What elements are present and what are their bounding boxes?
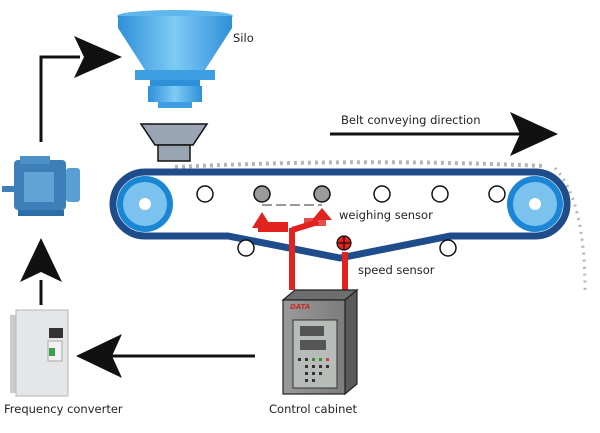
belt-direction-label: Belt conveying direction [341,113,481,127]
material-on-belt [174,160,587,291]
silo-hopper-icon [117,10,233,108]
speed-sensor-label: speed sensor [358,263,435,277]
control-cabinet-icon [281,288,359,396]
belt-conveyor-icon [109,168,571,262]
electric-motor-icon [2,156,80,216]
cabinet-to-converter-arrow [76,334,255,378]
frequency-converter-label: Frequency converter [4,402,123,416]
feeder-chute-icon [139,123,209,162]
weighing-sensor-label: weighing sensor [339,208,433,222]
cabinet-brand-label: DATA [290,303,311,311]
motor-to-silo-arrow [39,36,122,142]
silo-label: Silo [233,31,254,45]
speed-sensor-icon [336,235,352,251]
converter-to-motor-arrow [20,238,62,305]
control-cabinet-label: Control cabinet [269,402,357,416]
signal-wires [289,219,348,290]
frequency-converter-icon [10,309,69,397]
belt-direction-arrow [330,112,558,156]
